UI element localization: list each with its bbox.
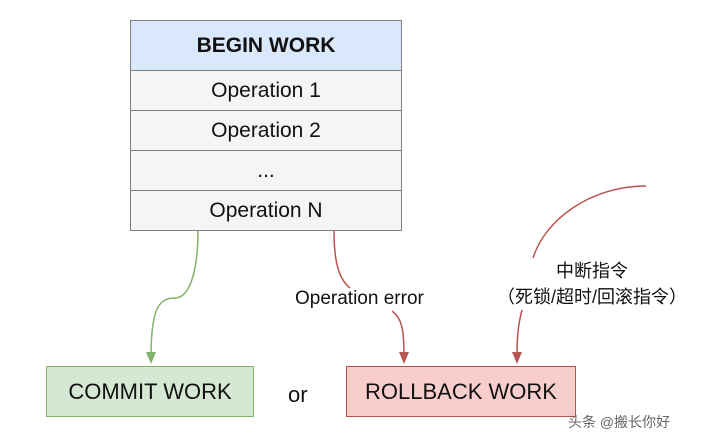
- rollback-work-box: ROLLBACK WORK: [346, 366, 576, 417]
- operation-row: Operation N: [131, 190, 401, 230]
- interrupt-edge-bottom: [516, 309, 523, 357]
- commit-work-box: COMMIT WORK: [46, 366, 254, 417]
- interrupt-title: 中断指令: [556, 261, 628, 281]
- watermark: 头条 @搬长你好: [568, 414, 671, 430]
- interrupt-detail: （死锁/超时/回滚指令）: [496, 287, 687, 307]
- error-edge-lower: [391, 310, 405, 357]
- operation-row: ...: [131, 150, 401, 190]
- or-label: or: [288, 382, 308, 407]
- commit-arrowhead: [146, 352, 156, 364]
- operation-error-label: Operation error: [295, 288, 424, 309]
- begin-work-header: BEGIN WORK: [131, 21, 401, 70]
- error-arrowhead: [399, 352, 409, 364]
- interrupt-arrowhead: [512, 352, 522, 364]
- interrupt-edge-top: [532, 185, 647, 259]
- error-edge: [333, 230, 351, 289]
- commit-edge: [150, 230, 199, 359]
- interrupt-label: 中断指令 （死锁/超时/回滚指令）: [482, 258, 702, 310]
- operation-row: Operation 1: [131, 70, 401, 110]
- transaction-stack: BEGIN WORK Operation 1 Operation 2 ... O…: [130, 20, 402, 231]
- operation-row: Operation 2: [131, 110, 401, 150]
